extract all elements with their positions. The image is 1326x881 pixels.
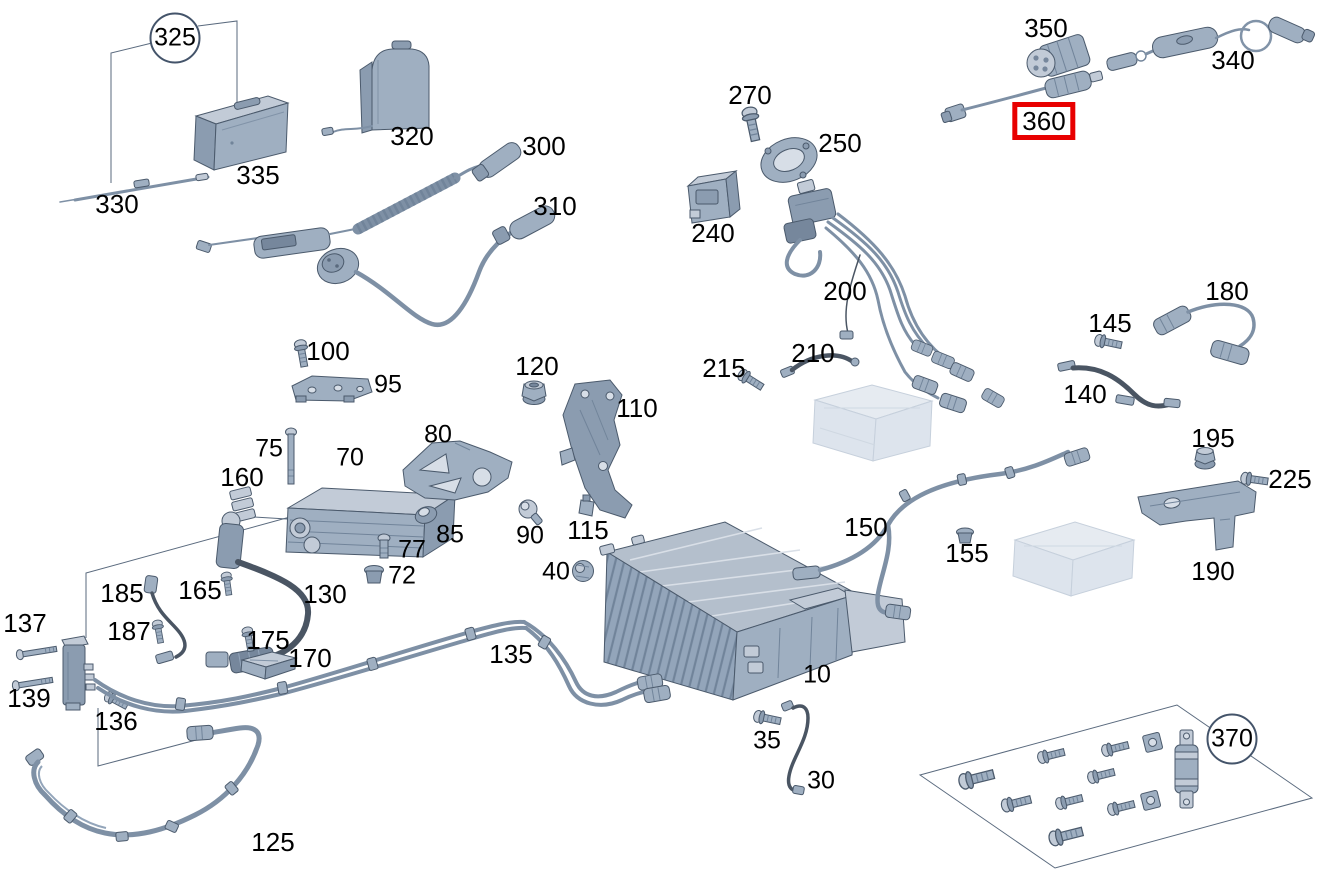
part-195-nut[interactable] bbox=[1194, 447, 1216, 470]
part-190-bracket[interactable] bbox=[1137, 480, 1257, 551]
part-80-bracket[interactable] bbox=[402, 440, 513, 501]
kit-370-fuse[interactable] bbox=[1174, 729, 1199, 809]
part-330-antenna-rod[interactable] bbox=[59, 172, 210, 203]
part-label-195[interactable]: 195 bbox=[1191, 423, 1235, 453]
part-90-ball-screw[interactable] bbox=[518, 499, 543, 526]
part-label-85[interactable]: 85 bbox=[436, 520, 464, 549]
part-label-180[interactable]: 180 bbox=[1205, 276, 1249, 306]
part-label-185[interactable]: 185 bbox=[100, 578, 144, 608]
part-150-breather-cable[interactable] bbox=[792, 446, 1092, 621]
part-label-100[interactable]: 100 bbox=[306, 336, 350, 366]
part-40-cap[interactable] bbox=[572, 560, 594, 582]
part-label-120[interactable]: 120 bbox=[515, 351, 559, 381]
part-label-77[interactable]: 77 bbox=[398, 535, 426, 564]
part-label-215[interactable]: 215 bbox=[702, 353, 746, 383]
callout-325-bracket-lines bbox=[110, 20, 238, 183]
part-320-charge-cable-case[interactable] bbox=[321, 40, 430, 136]
part-label-360[interactable]: 360 bbox=[1012, 102, 1076, 140]
part-label-155[interactable]: 155 bbox=[945, 538, 989, 568]
part-label-110[interactable]: 110 bbox=[616, 393, 658, 423]
part-label-95[interactable]: 95 bbox=[374, 370, 402, 399]
part-label-10[interactable]: 10 bbox=[803, 660, 831, 689]
part-75-long-bolt[interactable] bbox=[285, 427, 297, 485]
part-210-ground-cable[interactable] bbox=[780, 353, 860, 378]
part-155-grommet[interactable] bbox=[956, 527, 974, 544]
part-label-130[interactable]: 130 bbox=[303, 579, 347, 609]
part-label-115[interactable]: 115 bbox=[567, 515, 609, 545]
part-label-70[interactable]: 70 bbox=[336, 443, 364, 472]
part-label-225[interactable]: 225 bbox=[1268, 464, 1312, 494]
part-label-300[interactable]: 300 bbox=[522, 131, 566, 161]
part-label-270[interactable]: 270 bbox=[728, 80, 772, 110]
part-300-coiled-charging-cable[interactable] bbox=[195, 139, 524, 259]
part-label-350[interactable]: 350 bbox=[1024, 13, 1068, 43]
kit-370-hardware[interactable] bbox=[956, 729, 1199, 849]
part-label-210[interactable]: 210 bbox=[791, 338, 835, 368]
part-label-80[interactable]: 80 bbox=[424, 420, 452, 449]
part-label-125[interactable]: 125 bbox=[251, 827, 295, 857]
faded-power-electronics-module bbox=[812, 384, 934, 462]
faded-dcdc-converter-module bbox=[1012, 521, 1136, 597]
part-310-charging-cable[interactable] bbox=[312, 203, 557, 328]
part-label-40[interactable]: 40 bbox=[542, 557, 570, 586]
kit-370-outline bbox=[918, 704, 1314, 869]
part-label-30[interactable]: 30 bbox=[807, 766, 835, 795]
part-360-adapter-cable[interactable] bbox=[940, 70, 1104, 123]
part-label-75[interactable]: 75 bbox=[255, 434, 283, 463]
part-label-240[interactable]: 240 bbox=[691, 218, 735, 248]
part-72-grommet[interactable] bbox=[364, 565, 384, 584]
part-label-140[interactable]: 140 bbox=[1063, 379, 1107, 409]
part-label-200[interactable]: 200 bbox=[823, 276, 867, 306]
part-label-35[interactable]: 35 bbox=[753, 726, 781, 755]
fusebox-component[interactable] bbox=[61, 635, 96, 711]
part-95-mounting-plate[interactable] bbox=[291, 375, 373, 403]
part-label-320[interactable]: 320 bbox=[390, 121, 434, 151]
part-label-175[interactable]: 175 bbox=[246, 625, 290, 655]
part-30-vent-cable[interactable] bbox=[780, 700, 810, 796]
part-label-310[interactable]: 310 bbox=[533, 191, 577, 221]
part-110-support-bracket[interactable] bbox=[559, 379, 633, 519]
part-77-bolt[interactable] bbox=[377, 533, 391, 559]
part-335-storage-case[interactable] bbox=[193, 95, 290, 171]
part-120-nut[interactable] bbox=[521, 380, 547, 405]
part-250-mounting-ring[interactable] bbox=[754, 130, 824, 191]
part-label-137[interactable]: 137 bbox=[3, 608, 47, 638]
part-200-hv-wiring-harness[interactable] bbox=[783, 179, 1006, 415]
part-185-sensor-cable[interactable] bbox=[143, 575, 187, 665]
part-label-139[interactable]: 139 bbox=[7, 683, 51, 713]
part-350-connector-plug[interactable] bbox=[1026, 33, 1091, 78]
part-340-charging-adapter[interactable] bbox=[1106, 15, 1316, 71]
part-85-grommet[interactable] bbox=[413, 504, 439, 527]
part-label-190[interactable]: 190 bbox=[1191, 556, 1235, 586]
part-135-main-harness[interactable] bbox=[93, 619, 672, 714]
part-label-135[interactable]: 135 bbox=[489, 639, 533, 669]
part-label-250[interactable]: 250 bbox=[818, 128, 862, 158]
part-240-interlock-switch[interactable] bbox=[686, 170, 741, 224]
part-label-187[interactable]: 187 bbox=[107, 616, 151, 646]
part-label-370[interactable]: 370 bbox=[1206, 713, 1258, 765]
part-180-hv-cable[interactable] bbox=[1151, 302, 1256, 366]
part-label-330[interactable]: 330 bbox=[95, 189, 139, 219]
part-label-150[interactable]: 150 bbox=[844, 512, 888, 542]
part-label-335[interactable]: 335 bbox=[236, 160, 280, 190]
part-label-72[interactable]: 72 bbox=[388, 561, 416, 590]
part-115-clip[interactable] bbox=[578, 494, 595, 517]
part-label-170[interactable]: 170 bbox=[288, 643, 332, 673]
part-label-340[interactable]: 340 bbox=[1211, 45, 1255, 75]
part-label-90[interactable]: 90 bbox=[516, 521, 544, 550]
part-label-136[interactable]: 136 bbox=[94, 706, 138, 736]
part-label-145[interactable]: 145 bbox=[1088, 308, 1132, 338]
part-140-ground-strap[interactable] bbox=[1057, 360, 1181, 409]
part-70-power-converter[interactable] bbox=[285, 482, 457, 558]
part-label-160[interactable]: 160 bbox=[220, 462, 264, 492]
part-170-control-module[interactable] bbox=[240, 651, 298, 680]
part-125-battery-cable-loop[interactable] bbox=[25, 724, 262, 842]
part-label-165[interactable]: 165 bbox=[178, 575, 222, 605]
part-label-325[interactable]: 325 bbox=[149, 12, 201, 64]
part-160-connector-stack[interactable] bbox=[229, 486, 288, 523]
